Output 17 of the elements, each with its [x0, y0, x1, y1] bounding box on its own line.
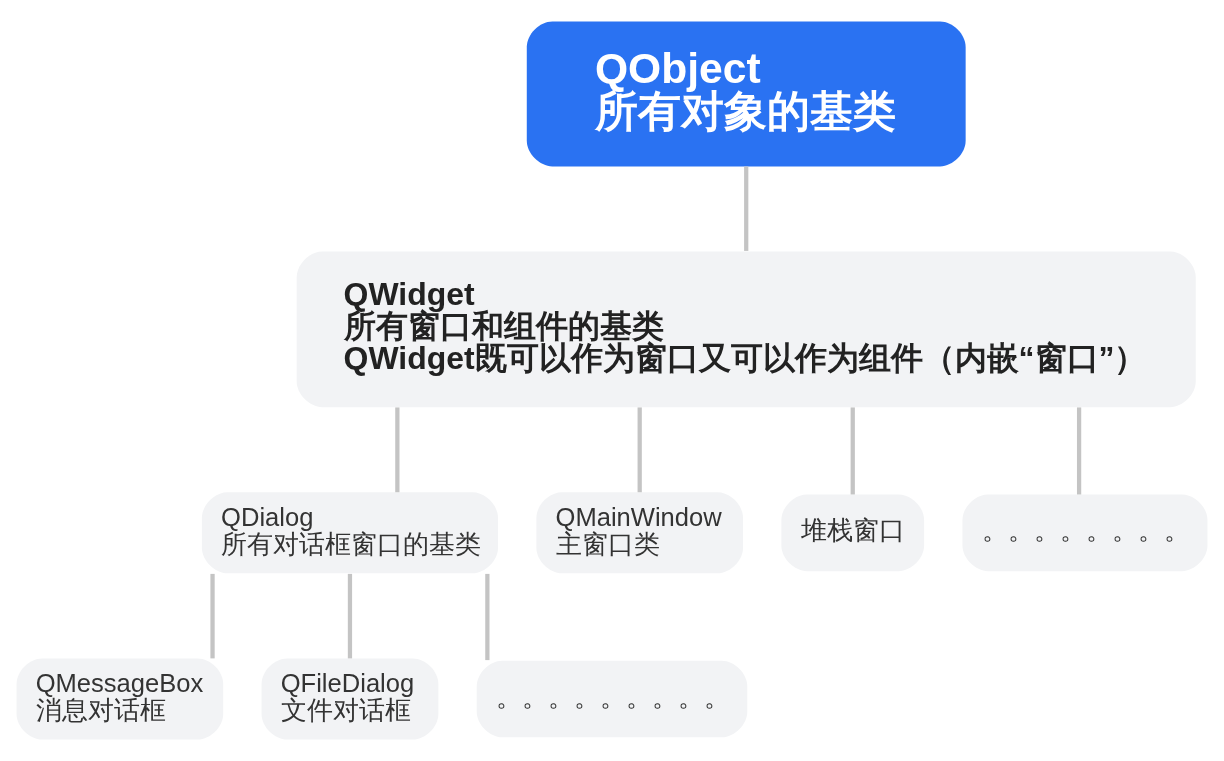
node-box: QDialog 所有对话框窗口的基类 [201, 492, 498, 574]
node-box: QMainWindow 主窗口类 [536, 492, 743, 574]
connector [485, 573, 490, 661]
node-box: 。。。。。。。。。 [476, 660, 748, 738]
connector [210, 573, 215, 659]
node-box: QMessageBox 消息对话框 [16, 658, 224, 740]
node-box: QObject 所有对象的基类 [526, 21, 966, 167]
connector [850, 407, 855, 495]
connector [347, 573, 353, 659]
node-box: QWidget 所有窗口和组件的基类 QWidget既可以作为窗口又可以作为组件（内嵌“窗口”） [296, 251, 1196, 408]
connector [395, 407, 400, 493]
connector [637, 407, 642, 493]
node-box: 堆栈窗口 [781, 494, 925, 572]
node-box: QFileDialog 文件对话框 [261, 658, 439, 740]
connector [744, 166, 749, 251]
node-box: 。。。。。。。。 [962, 494, 1208, 572]
connector [1076, 407, 1082, 495]
